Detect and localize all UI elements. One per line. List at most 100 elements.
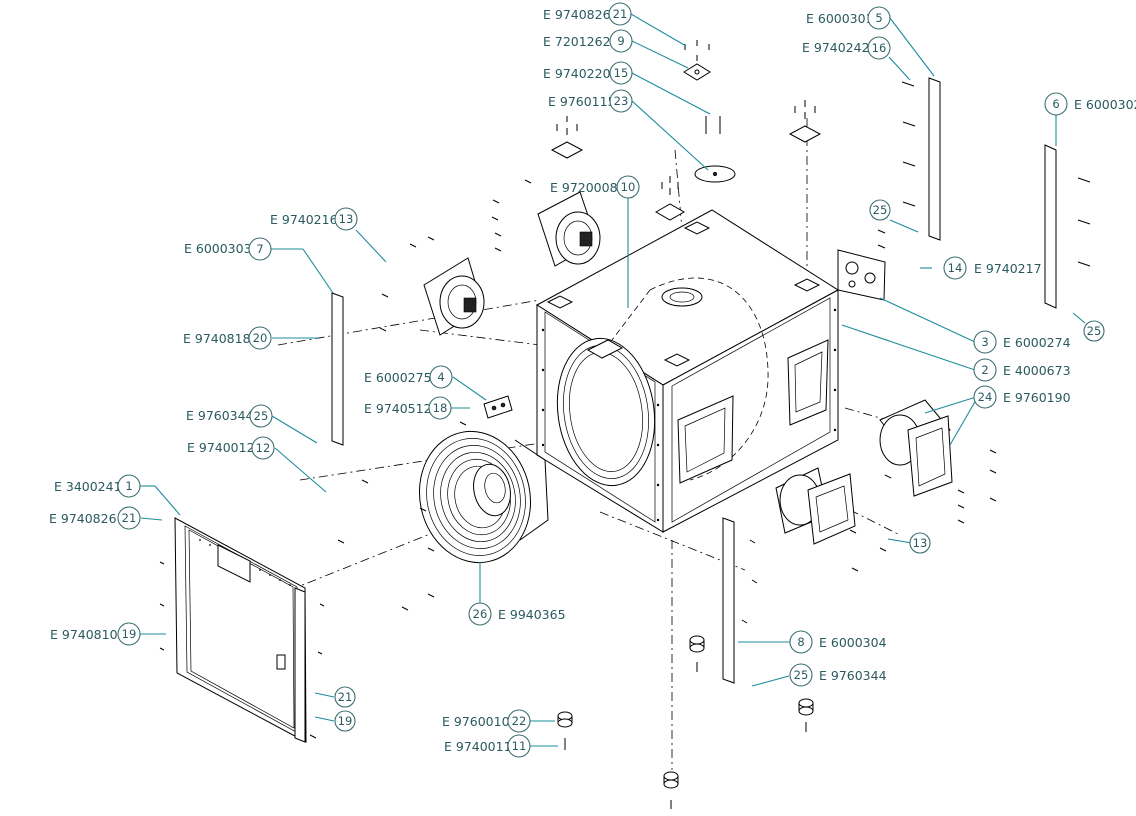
callout-26: 26 E 9940365 bbox=[468, 602, 566, 626]
svg-text:8: 8 bbox=[797, 635, 804, 649]
svg-text:E 9740217: E 9740217 bbox=[974, 261, 1042, 276]
svg-text:25: 25 bbox=[873, 203, 888, 217]
svg-text:9: 9 bbox=[617, 34, 624, 48]
svg-text:25: 25 bbox=[794, 668, 809, 682]
feet-and-screws bbox=[557, 635, 814, 809]
svg-text:E 9740818: E 9740818 bbox=[183, 331, 251, 346]
svg-text:E 9720008: E 9720008 bbox=[550, 180, 618, 195]
svg-text:E 6000275: E 6000275 bbox=[364, 370, 432, 385]
svg-text:21: 21 bbox=[613, 7, 628, 21]
svg-text:E 9740220: E 9740220 bbox=[543, 66, 611, 81]
svg-text:E 9760010: E 9760010 bbox=[442, 714, 510, 729]
svg-text:18: 18 bbox=[433, 401, 448, 415]
callout-25-bottom: 25 E 9760344 bbox=[789, 663, 887, 687]
callout-2: 2 E 4000673 bbox=[973, 358, 1071, 382]
woofer-driver bbox=[418, 430, 549, 564]
bubble-25-far-right: 25 bbox=[1083, 320, 1105, 342]
svg-text:E 9740826: E 9740826 bbox=[543, 7, 611, 22]
svg-text:E 9940365: E 9940365 bbox=[498, 607, 566, 622]
callout-8: 8 E 6000304 bbox=[789, 630, 887, 654]
svg-text:21: 21 bbox=[122, 511, 137, 525]
callout-9: E 7201262 9 bbox=[543, 29, 633, 53]
svg-text:E 9740810: E 9740810 bbox=[50, 627, 118, 642]
svg-text:E 9740012: E 9740012 bbox=[187, 440, 255, 455]
svg-text:E 9760190: E 9760190 bbox=[1003, 390, 1071, 405]
loose-screws bbox=[159, 81, 1091, 739]
svg-text:19: 19 bbox=[338, 714, 353, 728]
top-hardware bbox=[550, 40, 822, 221]
handles-left bbox=[423, 191, 601, 336]
svg-text:13: 13 bbox=[913, 536, 928, 550]
callout-24: 24 E 9760190 bbox=[973, 385, 1071, 409]
svg-text:E 6000304: E 6000304 bbox=[819, 635, 887, 650]
svg-text:6: 6 bbox=[1052, 97, 1059, 111]
svg-text:E 6000303: E 6000303 bbox=[184, 241, 252, 256]
svg-text:14: 14 bbox=[948, 261, 963, 275]
svg-text:23: 23 bbox=[614, 94, 629, 108]
svg-text:E 6000301: E 6000301 bbox=[806, 11, 874, 26]
svg-text:16: 16 bbox=[872, 41, 887, 55]
svg-text:E 6000274: E 6000274 bbox=[1003, 335, 1071, 350]
svg-text:1: 1 bbox=[125, 479, 132, 493]
cabinet-enclosure bbox=[536, 209, 839, 533]
callout-6: 6 E 6000302 bbox=[1044, 92, 1136, 116]
svg-text:E 7201262: E 7201262 bbox=[543, 34, 611, 49]
svg-text:E 4000673: E 4000673 bbox=[1003, 363, 1071, 378]
svg-text:E 9740011: E 9740011 bbox=[444, 739, 512, 754]
svg-text:19: 19 bbox=[122, 627, 137, 641]
svg-text:13: 13 bbox=[339, 212, 354, 226]
bare-bubbles: 25 25 13 21 19 bbox=[334, 199, 1105, 732]
svg-text:E 9740826: E 9740826 bbox=[49, 511, 117, 526]
svg-text:26: 26 bbox=[473, 607, 488, 621]
svg-text:12: 12 bbox=[256, 441, 271, 455]
bubble-19-grille: 19 bbox=[334, 710, 356, 732]
svg-text:25: 25 bbox=[254, 409, 269, 423]
bubble-21-grille: 21 bbox=[334, 686, 356, 708]
svg-text:15: 15 bbox=[614, 66, 629, 80]
svg-text:7: 7 bbox=[256, 242, 263, 256]
svg-text:2: 2 bbox=[981, 363, 988, 377]
bubble-25-upper-right: 25 bbox=[869, 199, 891, 221]
svg-text:E 9760115: E 9760115 bbox=[548, 94, 616, 109]
handles-right bbox=[775, 399, 953, 545]
svg-text:E 6000302: E 6000302 bbox=[1074, 97, 1136, 112]
small-connector-plate bbox=[483, 395, 513, 419]
callout-7: E 6000303 7 bbox=[184, 237, 272, 261]
svg-text:11: 11 bbox=[512, 739, 527, 753]
callout-14: 14 E 9740217 bbox=[943, 256, 1042, 280]
callout-21-left: E 9740826 21 bbox=[49, 506, 141, 530]
svg-text:E 9760344: E 9760344 bbox=[186, 408, 254, 423]
connector-plate bbox=[837, 249, 886, 301]
svg-text:24: 24 bbox=[978, 390, 993, 404]
svg-text:E 9740242: E 9740242 bbox=[802, 40, 870, 55]
front-grille bbox=[174, 517, 307, 743]
svg-text:25: 25 bbox=[1087, 324, 1102, 338]
svg-text:20: 20 bbox=[253, 331, 268, 345]
svg-text:E 9740216: E 9740216 bbox=[270, 212, 338, 227]
svg-text:5: 5 bbox=[875, 11, 882, 25]
svg-text:E 3400241: E 3400241 bbox=[54, 479, 122, 494]
callout-19: E 9740810 19 bbox=[50, 622, 141, 646]
svg-text:21: 21 bbox=[338, 690, 353, 704]
svg-text:E 9760344: E 9760344 bbox=[819, 668, 887, 683]
bubble-13-right: 13 bbox=[909, 532, 931, 554]
svg-text:10: 10 bbox=[621, 180, 636, 194]
svg-text:22: 22 bbox=[512, 714, 527, 728]
